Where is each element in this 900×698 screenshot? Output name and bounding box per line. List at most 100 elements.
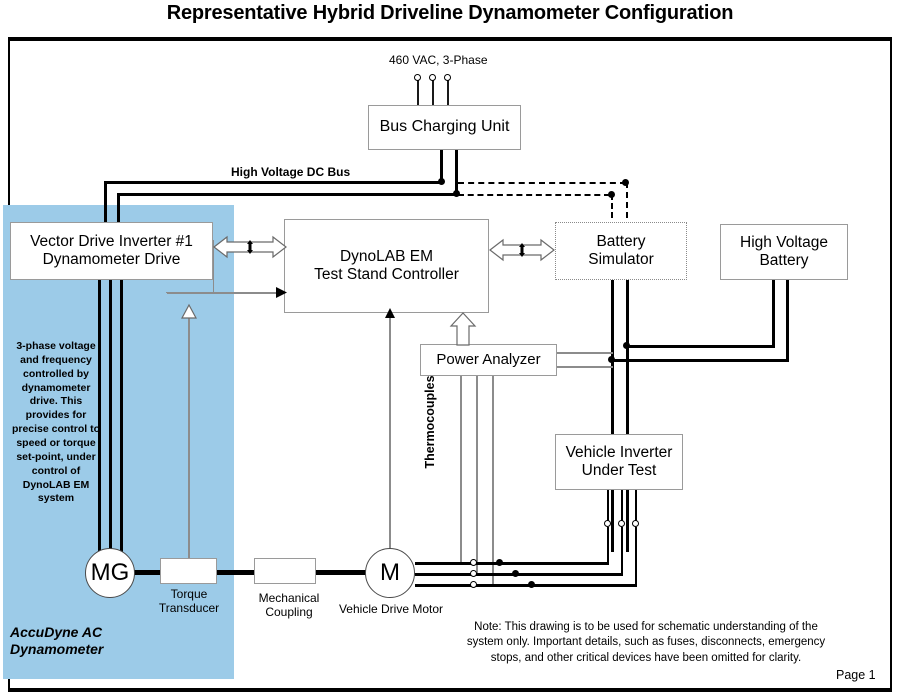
dynolab-controller-box[interactable]: DynoLAB EM Test Stand Controller <box>284 219 489 313</box>
controller-line-1: DynoLAB EM <box>339 247 434 265</box>
drive-status-corner <box>166 292 168 293</box>
inverter-out-phase-v-v <box>621 490 623 521</box>
battery-simulator-label: Battery Simulator <box>584 233 657 270</box>
motor-terminal-v-icon <box>470 570 477 577</box>
bcu-dc-negative-wire <box>455 150 458 194</box>
bus-charging-unit-label: Bus Charging Unit <box>379 118 510 136</box>
dyno-phase-wire-u <box>98 280 101 552</box>
hv-battery-line-2: Battery <box>759 252 809 269</box>
hv-battery-lead-negative-h <box>612 359 789 362</box>
drive-controller-link-arrow-icon <box>213 234 287 260</box>
pa-sense-phase-w <box>492 376 494 584</box>
battery-simulator-box[interactable]: Battery Simulator <box>555 222 687 280</box>
hv-battery-lead-positive-h <box>628 345 775 348</box>
dc-bus-junction-negative <box>453 190 460 197</box>
hv-battery-node-positive <box>623 342 630 349</box>
inverter-phase-u-run <box>471 562 609 565</box>
torque-signal-arrow-icon <box>180 303 198 319</box>
dynamometer-machine-label: MG <box>90 559 130 586</box>
power-analyzer-box[interactable]: Power Analyzer <box>420 344 557 376</box>
drive-status-line <box>167 292 284 294</box>
accudyne-dynamometer-panel <box>3 205 234 679</box>
supply-terminal-l3-icon <box>444 74 451 81</box>
accudyne-line-2: Dynamometer <box>10 640 104 657</box>
inverter-phase-w-drop <box>635 527 637 585</box>
bus-charging-unit-box[interactable]: Bus Charging Unit <box>368 105 521 150</box>
inverter-out-phase-u-v <box>607 490 609 521</box>
dyno-phase-wire-w <box>120 280 123 552</box>
drive-panel-edge-v <box>213 240 215 293</box>
drive-status-arrowhead-icon <box>276 287 288 299</box>
vector-drive-inverter-label: Vector Drive Inverter #1 Dynamometer Dri… <box>26 233 197 270</box>
inverter-terminal-u-icon <box>604 520 611 527</box>
torque-transducer-line-1: Torque <box>170 587 208 601</box>
battery-simulator-line-2: Simulator <box>588 251 654 268</box>
thermocouple-arrowhead-icon <box>384 308 396 319</box>
dc-bus-dashed-node-positive <box>622 179 629 186</box>
top-rule <box>8 37 892 41</box>
supply-wire-l2 <box>432 80 434 106</box>
controller-line-2: Test Stand Controller <box>314 266 459 283</box>
vehicle-inverter-box[interactable]: Vehicle Inverter Under Test <box>555 434 683 490</box>
pa-tap-phase-w <box>528 581 535 588</box>
inverter-phase-w-run <box>471 584 637 587</box>
mechanical-coupling-line-1: Mechanical <box>258 591 320 605</box>
mechanical-coupling-line-2: Coupling <box>265 605 313 620</box>
high-voltage-battery-label: High Voltage Battery <box>736 234 832 271</box>
dyno-phase-wire-v <box>109 280 112 552</box>
dynamometer-drive-note: 3-phase voltage and frequency controlled… <box>11 340 101 505</box>
motor-lead-w <box>415 584 471 587</box>
dynamometer-machine-mg: MG <box>85 548 135 598</box>
accudyne-caption: AccuDyne AC Dynamometer <box>10 624 200 658</box>
vehicle-inverter-line-1: Vehicle Inverter <box>565 443 673 461</box>
thermocouple-wire <box>389 316 391 550</box>
page-title: Representative Hybrid Driveline Dynamome… <box>166 2 734 24</box>
vehicle-inverter-label: Vehicle Inverter Under Test <box>562 444 677 481</box>
mechanical-coupling-block <box>254 558 316 584</box>
vector-drive-inverter-box[interactable]: Vector Drive Inverter #1 Dynamometer Dri… <box>10 222 213 280</box>
schematic-note: Note: This drawing is to be used for sch… <box>466 621 826 664</box>
inverter-out-phase-w-v <box>635 490 637 521</box>
accudyne-line-1: AccuDyne AC <box>10 624 103 640</box>
dc-bus-dashed-node-negative <box>608 191 615 198</box>
torque-transducer-line-2: Transducer <box>158 601 220 616</box>
dc-bus-dashed-negative <box>458 194 610 196</box>
inverter-phase-v-run <box>471 573 623 576</box>
thermocouples-label: Thermocouples <box>423 375 437 469</box>
supply-wire-l3 <box>447 80 449 106</box>
bottom-rule <box>8 688 892 692</box>
motor-terminal-w-icon <box>470 581 477 588</box>
pa-sense-dc-positive <box>557 352 613 354</box>
pa-sense-phase-v <box>476 376 478 573</box>
inverter-phase-u-drop <box>607 527 609 563</box>
pa-sense-phase-u <box>460 376 462 562</box>
hv-battery-node-negative <box>608 356 615 363</box>
supply-label: 460 VAC, 3-Phase <box>389 53 488 67</box>
power-analyzer-label: Power Analyzer <box>436 351 541 369</box>
right-border <box>890 37 892 692</box>
torque-signal-wire <box>188 313 190 559</box>
vehicle-drive-motor-label: Vehicle Drive Motor <box>338 602 444 616</box>
battery-simulator-line-1: Battery <box>596 232 646 250</box>
dc-bus-drop-negative <box>117 193 120 227</box>
bcu-dc-positive-wire <box>440 150 443 182</box>
pa-tap-phase-v <box>512 570 519 577</box>
supply-terminal-l1-icon <box>414 74 421 81</box>
shaft-transducer-to-coupling <box>215 570 257 575</box>
motor-terminal-u-icon <box>470 559 477 566</box>
dc-bus-rail-negative <box>117 193 457 196</box>
dc-bus-dashed-positive <box>458 182 626 184</box>
dc-bus-rail-positive <box>104 181 442 184</box>
high-voltage-battery-box[interactable]: High Voltage Battery <box>720 224 848 280</box>
mechanical-coupling-label: Mechanical Coupling <box>246 591 332 620</box>
vehicle-inverter-line-2: Under Test <box>581 462 657 479</box>
hv-battery-lead-positive-v <box>772 280 775 348</box>
controller-battsim-link-arrow-icon <box>489 237 555 263</box>
battery-sim-feed-positive <box>626 182 628 218</box>
supply-wire-l1 <box>417 80 419 106</box>
hv-battery-line-1: High Voltage <box>740 233 828 251</box>
supply-terminal-l2-icon <box>429 74 436 81</box>
page-number: Page 1 <box>836 668 876 682</box>
torque-transducer-block <box>160 558 217 584</box>
